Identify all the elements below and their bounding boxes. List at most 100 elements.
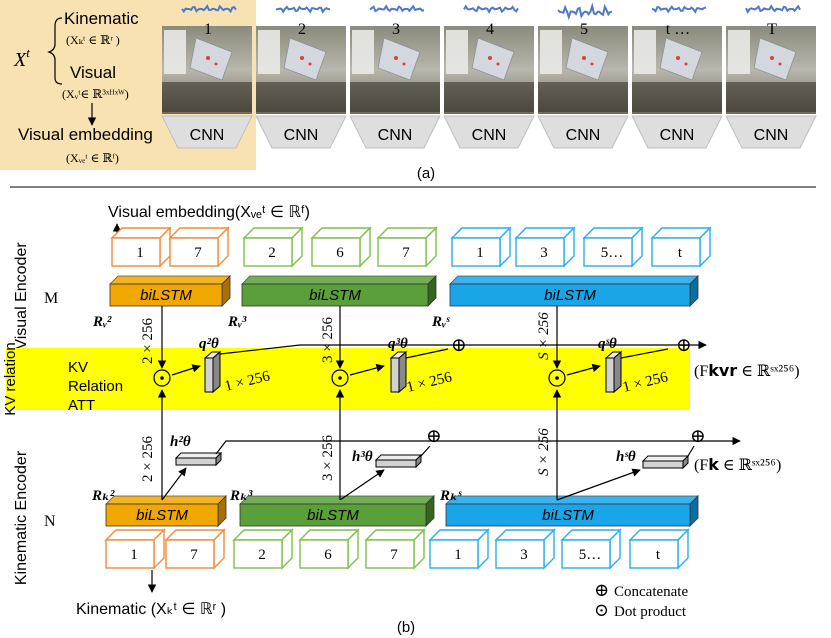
kinematic-signal <box>463 4 519 14</box>
visual-embedding-text: Visual embedding <box>18 125 153 144</box>
frame-7: CNN T <box>725 4 817 149</box>
visual-embedding-def: (Xᵥₑᵗ ∈ ℝᶠ) <box>66 151 119 165</box>
visual-box-blue: 5… <box>582 226 644 268</box>
kinematic-signal <box>745 4 801 14</box>
box-label: 2 <box>268 245 276 261</box>
kv-relation-label: KV relation <box>2 342 19 415</box>
visual-embedding-label: Visual embedding(Xᵥₑᵗ ∈ ℝᶠ) <box>108 204 310 221</box>
bilstm-visual-2: biLSTM <box>109 275 231 307</box>
rk-label-3: Rₖ³ <box>229 488 253 504</box>
visual-box-green: 7 <box>376 226 438 268</box>
legend-concat-symbol: ⊕ <box>594 580 609 600</box>
visual-def: (Xᵥᵗ∈ ℝ³ˣᴴˣᵂ) <box>62 87 129 101</box>
box-label: 5… <box>601 245 624 261</box>
concat-kv-2: ⊕ <box>676 335 692 356</box>
kinematic-label: Kinematic (Xₖᵗ ∈ ℝʳ ) <box>76 601 226 618</box>
kin-box-blue: t <box>628 528 690 570</box>
h3-join <box>420 445 431 457</box>
kinematic-signal <box>557 2 613 21</box>
q3-join <box>405 348 449 359</box>
dim-k-s: S × 256 <box>536 428 552 476</box>
q-label-3: q³θ <box>388 336 408 352</box>
cnn-block <box>537 115 629 149</box>
visual-text: Visual <box>70 63 116 82</box>
kinematic-signal <box>651 5 707 14</box>
cnn-block <box>255 115 347 149</box>
bilstm-label: biLSTM <box>544 287 596 304</box>
q-vector-s <box>604 350 623 394</box>
label-m: M <box>44 290 58 307</box>
kin-box-green: 7 <box>364 528 426 570</box>
box-label: 6 <box>324 547 332 563</box>
robot-arm <box>164 30 186 74</box>
kv-line-2: Relation <box>68 378 123 395</box>
h-label-3: h³θ <box>352 449 373 465</box>
frame-number: 4 <box>486 21 494 38</box>
robot-arm <box>634 30 656 74</box>
bilstm-kin-s: biLSTM <box>445 495 699 527</box>
h-vector-3 <box>374 453 423 469</box>
dot-product-2 <box>153 369 171 387</box>
rk-label-s: Rₖˢ <box>439 488 462 504</box>
frame-number: t … <box>666 21 690 38</box>
concat-k-1: ⊕ <box>426 426 442 447</box>
rv-label-2: Rᵥ² <box>92 314 112 330</box>
robot-arm <box>446 30 468 74</box>
kv-line-3: ATT <box>68 397 95 414</box>
kv-concat-line <box>219 340 707 355</box>
cnn-label: CNN <box>190 127 225 144</box>
dot-product-s <box>548 369 566 387</box>
box-label: 6 <box>336 245 344 261</box>
visual-box-blue: 3 <box>514 226 576 268</box>
cnn-block <box>443 115 535 149</box>
frame-number: 5 <box>580 21 588 38</box>
cnn-label: CNN <box>566 127 601 144</box>
concat-k-2: ⊕ <box>690 426 706 447</box>
cnn-label: CNN <box>754 127 789 144</box>
box-label: t <box>678 245 683 261</box>
kin-box-orange: 7 <box>164 528 226 570</box>
box-label: t <box>656 547 661 563</box>
frame-number: T <box>767 21 777 38</box>
box-label: 2 <box>258 547 266 563</box>
dim-v-2: 2 × 256 <box>140 318 156 364</box>
dot-to-q-s <box>566 363 601 376</box>
h-label-2: h²θ <box>170 434 191 450</box>
visual-box-green: 6 <box>310 226 372 268</box>
kinematic-signal <box>181 4 237 14</box>
tissue-pad <box>283 37 327 81</box>
xt-symbol: Xt <box>13 45 30 71</box>
cnn-label: CNN <box>660 127 695 144</box>
h-vector-2 <box>174 451 223 467</box>
robot-arm <box>728 30 750 74</box>
box-label: 1 <box>130 547 138 563</box>
tissue-pad <box>565 37 609 81</box>
label-n: N <box>44 513 56 530</box>
bilstm-label: biLSTM <box>309 287 361 304</box>
tissue-pad <box>377 37 421 81</box>
legend-dot-symbol: ⊙ <box>594 600 609 620</box>
box-label: 5… <box>579 547 602 563</box>
f-kvr-label: (F𝗸𝘃𝗿 ∈ ℝˢˣ²⁵⁶) <box>694 363 800 380</box>
kin-box-blue: 5… <box>560 528 622 570</box>
kinematic-signal <box>369 4 425 13</box>
tissue-pad <box>753 37 797 81</box>
visual-box-orange: 1 <box>110 226 172 268</box>
f-k-label: (F𝗸 ∈ ℝˢˣ²⁵⁶) <box>694 457 781 474</box>
concat-kv-1: ⊕ <box>451 335 467 356</box>
caption-b: (b) <box>397 619 415 636</box>
kinematic-def: (Xₖᵗ ∈ ℝʳ ) <box>66 33 120 47</box>
visual-box-green: 2 <box>242 226 304 268</box>
kinematic-text: Kinematic <box>64 9 139 28</box>
caption-a: (a) <box>417 165 435 182</box>
bilstm-kin-2: biLSTM <box>105 495 227 527</box>
q-label-2: q²θ <box>199 336 219 352</box>
bilstm-label: biLSTM <box>140 287 192 304</box>
